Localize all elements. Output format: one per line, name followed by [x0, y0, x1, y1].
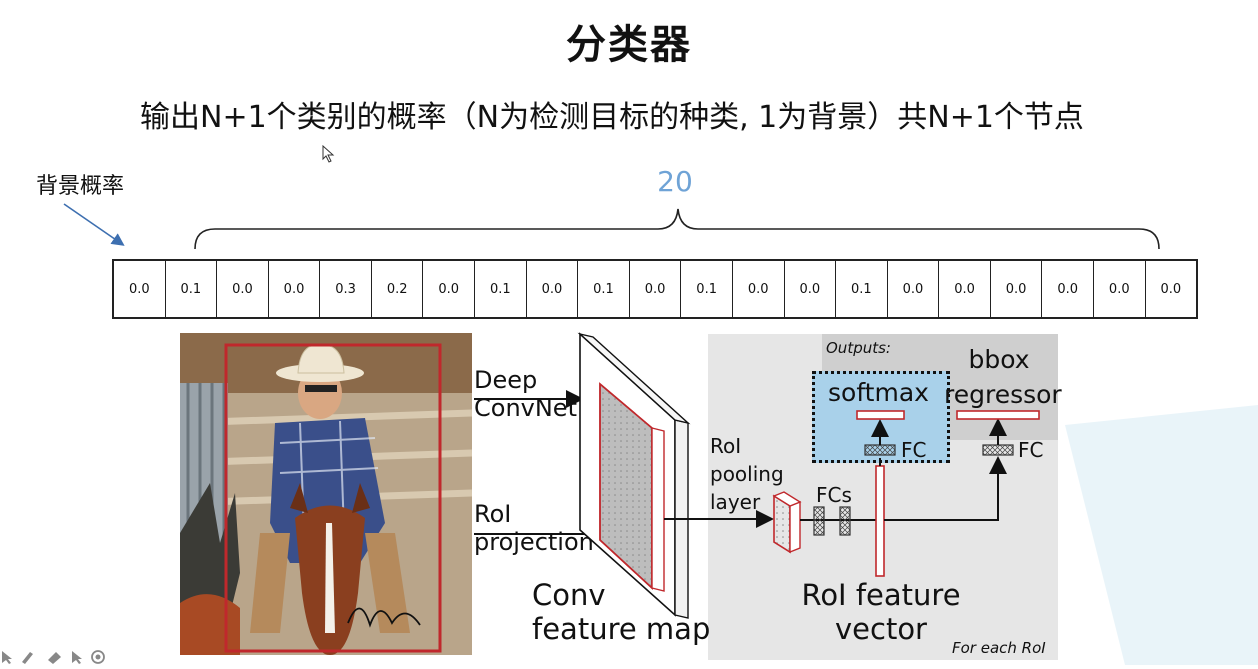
- fc-layer-2: [839, 506, 851, 536]
- class-probability-cell: 0.0: [989, 261, 1042, 317]
- class-probability-cell: 0.0: [525, 261, 578, 317]
- softmax-output: [856, 410, 905, 420]
- class-probability-cell: 0.1: [577, 261, 629, 317]
- background-probability-label: 背景概率: [36, 174, 125, 199]
- class-probability-cell: 0.1: [474, 261, 526, 317]
- slide-title: 分类器: [566, 22, 692, 68]
- bbox-fc-label: FC: [1018, 438, 1044, 462]
- class-probability-cell: 0.0: [628, 261, 681, 317]
- class-brace: [194, 208, 1160, 250]
- bbox-regressor-line1: bbox: [968, 345, 1030, 374]
- softmax-fc: [864, 444, 896, 456]
- eraser-icon: [48, 652, 61, 664]
- roi-feature-vector-line1: RoI feature: [801, 578, 961, 612]
- class-probability-cell: 0.0: [783, 261, 836, 317]
- bbox-fc: [982, 444, 1014, 456]
- fc-layer-1: [813, 506, 825, 536]
- class-probability-cell: 0.0: [422, 261, 474, 317]
- conv-feature-map-label: Conv feature map: [532, 578, 710, 646]
- roi-projection-line2: projection: [474, 528, 594, 557]
- slide-subtitle: 输出N+1个类别的概率（N为检测目标的种类, 1为背景）共N+1个节点: [140, 100, 1084, 135]
- background-probability-cell: 0.0: [128, 281, 150, 297]
- for-each-roi-label: For each RoI: [952, 639, 1046, 657]
- bbox-output: [956, 410, 1040, 420]
- class-probability-cell: 0.0: [938, 261, 990, 317]
- class-probability-cell: 0.0: [1144, 261, 1197, 317]
- bbox-regressor-label: bbox regressor: [944, 342, 1062, 412]
- class-probability-cell: 0.0: [1092, 261, 1145, 317]
- class-probability-cell: 0.1: [680, 261, 732, 317]
- class-probability-cell: 0.3: [319, 261, 371, 317]
- conv-feature-map-line2: feature map: [532, 612, 711, 647]
- roi-pooling-line3: layer: [710, 490, 761, 514]
- presentation-toolbar[interactable]: [0, 648, 140, 665]
- class-probability-cell: 0.1: [164, 261, 217, 317]
- mouse-cursor-icon: [322, 145, 335, 163]
- class-probability-cell: 0.1: [835, 261, 887, 317]
- class-probability-cell: 0.2: [370, 261, 423, 317]
- roi-pooling-line2: pooling: [710, 462, 784, 486]
- outputs-label: Outputs:: [826, 339, 891, 357]
- bbox-regressor-line2: regressor: [944, 380, 1062, 409]
- deep-convnet-line1: Deep: [474, 366, 538, 394]
- decorative-watermark: [1065, 405, 1258, 665]
- conv-feature-map-line1: Conv: [532, 578, 606, 612]
- roi-feature-vector-label: RoI feature vector: [800, 578, 962, 646]
- softmax-label: softmax: [828, 378, 929, 407]
- input-image: [180, 333, 472, 655]
- roi-projection-label: RoI projection: [474, 500, 594, 557]
- roi-pooling-label: RoI pooling layer: [710, 432, 784, 516]
- cursor-icon: [2, 651, 12, 664]
- fcs-label: FCs: [816, 483, 852, 507]
- class-count-label: 20: [657, 165, 693, 198]
- class-probability-cell: 0.0: [731, 261, 784, 317]
- pen-icon: [22, 652, 33, 664]
- background-arrow: [63, 203, 125, 246]
- softmax-fc-label: FC: [901, 438, 927, 462]
- class-probability-cell: 0.0: [886, 261, 939, 317]
- roi-pooling-line1: RoI: [710, 434, 742, 458]
- pointer-icon: [72, 651, 82, 664]
- roi-projection-line1: RoI: [474, 500, 512, 528]
- roi-feature-vector-line2: vector: [835, 612, 927, 647]
- class-probability-cell: 0.0: [1041, 261, 1093, 317]
- class-probability-cell: 0.0: [267, 261, 320, 317]
- record-icon: [91, 650, 105, 664]
- class-probability-cell: 0.0: [216, 261, 268, 317]
- roi-feature-vector: [875, 465, 885, 577]
